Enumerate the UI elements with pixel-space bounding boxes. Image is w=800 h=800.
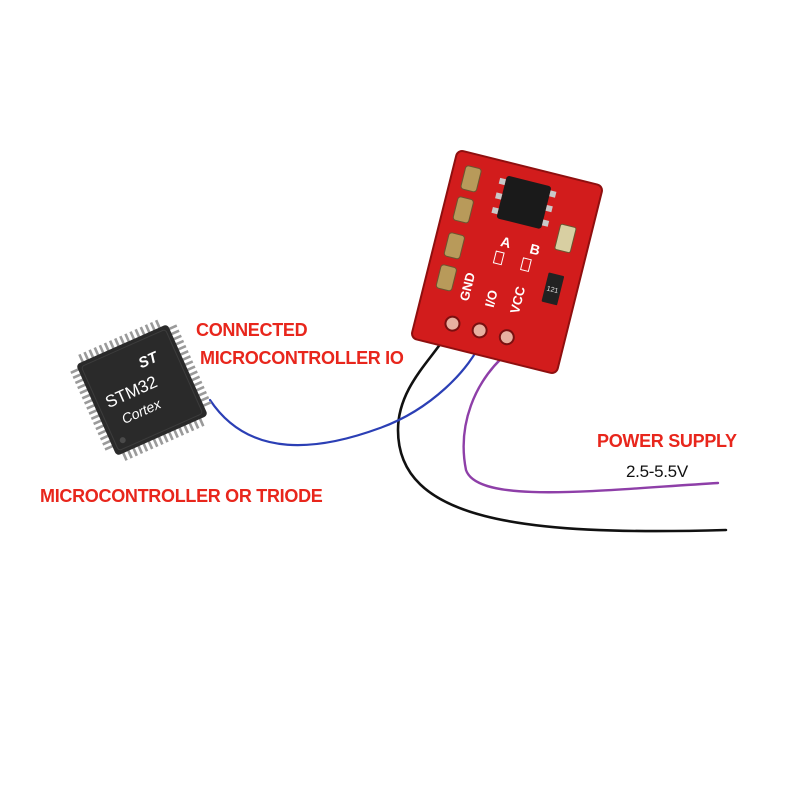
chip-pin: [195, 385, 205, 392]
gnd-wire: [396, 320, 728, 533]
chip-pin: [90, 413, 101, 420]
chip-pin: [78, 353, 85, 364]
pad: [452, 196, 474, 224]
chip-pin: [168, 324, 178, 331]
chip-pin: [149, 321, 156, 332]
chip-pin: [193, 380, 203, 387]
jumper-a-label: A: [499, 233, 513, 251]
chip-pin: [99, 434, 110, 441]
voltage-range-label: 2.5-5.5V: [626, 462, 688, 481]
chip-pin: [83, 398, 94, 405]
chip-pin: [81, 393, 91, 400]
chip-pin: [83, 351, 90, 361]
chip-body: [77, 325, 207, 455]
chip-pin: [121, 451, 128, 461]
chip-pin: [186, 365, 196, 372]
chip-pin: [178, 426, 185, 436]
chip-pin: [172, 334, 182, 341]
chip-pin: [88, 349, 95, 359]
pad: [435, 264, 457, 292]
chip-pin: [97, 429, 107, 436]
chip-pin: [181, 355, 191, 362]
chip-pin: [88, 408, 98, 415]
vcc-wire: [462, 343, 720, 494]
chip-pin: [147, 440, 154, 450]
microcontroller-label: MICROCONTROLLER OR TRIODE: [40, 486, 323, 506]
pin-hole-gnd: [444, 315, 461, 332]
chip-pin: [162, 433, 169, 443]
chip-pin: [188, 370, 198, 377]
chip-pin: [199, 396, 210, 403]
chip-pin: [167, 431, 174, 441]
chip-pin: [202, 401, 212, 408]
pin-hole-io: [471, 322, 488, 339]
chip-pin: [170, 329, 180, 336]
chip-pin: [190, 375, 201, 382]
chip-pin: [126, 449, 133, 459]
chip-pin: [172, 428, 179, 439]
chip-pin: [183, 424, 190, 434]
chip-pin: [174, 339, 185, 346]
chip-pin: [142, 442, 149, 452]
chip-pin: [131, 447, 139, 457]
resistor: [541, 272, 565, 306]
chip-pin: [95, 424, 105, 431]
chip-pin: [157, 435, 164, 445]
chip-pin: [188, 421, 195, 432]
chip-pin: [183, 360, 194, 367]
chip-pin: [77, 383, 87, 390]
chip-pin: [124, 333, 131, 343]
chip-pin: [179, 349, 189, 357]
chip-pin: [114, 337, 121, 348]
led: [554, 223, 577, 254]
chip-pin: [86, 403, 96, 410]
pin-label-vcc: VCC: [507, 284, 528, 315]
connected-io-label-line2: MICROCONTROLLER IO: [200, 348, 404, 368]
connected-io-label-line1: CONNECTED: [196, 320, 308, 340]
touch-module: 121 A B GND I/O VCC: [411, 150, 603, 374]
chip-pin: [103, 342, 110, 352]
chip-pins: [70, 319, 212, 461]
power-supply-label: POWER SUPPLY: [597, 431, 737, 451]
chip-pin: [79, 388, 89, 395]
chip-pin: [129, 331, 136, 341]
chip-pin: [152, 437, 159, 448]
chip-pin: [104, 444, 114, 451]
pin-label-gnd: GND: [457, 271, 479, 303]
chip-pin: [139, 326, 146, 336]
chip-pin: [198, 417, 205, 427]
chip-pin: [197, 390, 207, 397]
pin-hole-vcc: [498, 329, 515, 346]
chip-pin: [93, 419, 103, 426]
chip-pin: [93, 347, 100, 357]
chip-pin: [134, 328, 141, 339]
resistor-code: 121: [546, 286, 559, 296]
chip-pin: [70, 367, 80, 374]
chip-pin: [72, 373, 82, 380]
chip-pin: [102, 439, 112, 446]
chip-pin: [154, 319, 161, 329]
chip-pin: [108, 340, 115, 350]
pin-label-io: I/O: [482, 288, 501, 308]
chip-pin: [144, 324, 151, 334]
chip-pin: [119, 335, 126, 345]
jumper-b-label: B: [528, 240, 542, 258]
chip-pin: [137, 444, 144, 455]
chip-pin: [98, 344, 105, 355]
io-wire: [208, 336, 485, 447]
touch-ic: [496, 176, 551, 229]
pad: [460, 165, 482, 193]
chip-pin: [74, 378, 85, 385]
stm32-chip: ST STM32 Cortex: [70, 319, 212, 461]
pad: [443, 232, 465, 260]
chip-pin: [193, 419, 200, 429]
chip-pin: [177, 344, 187, 351]
